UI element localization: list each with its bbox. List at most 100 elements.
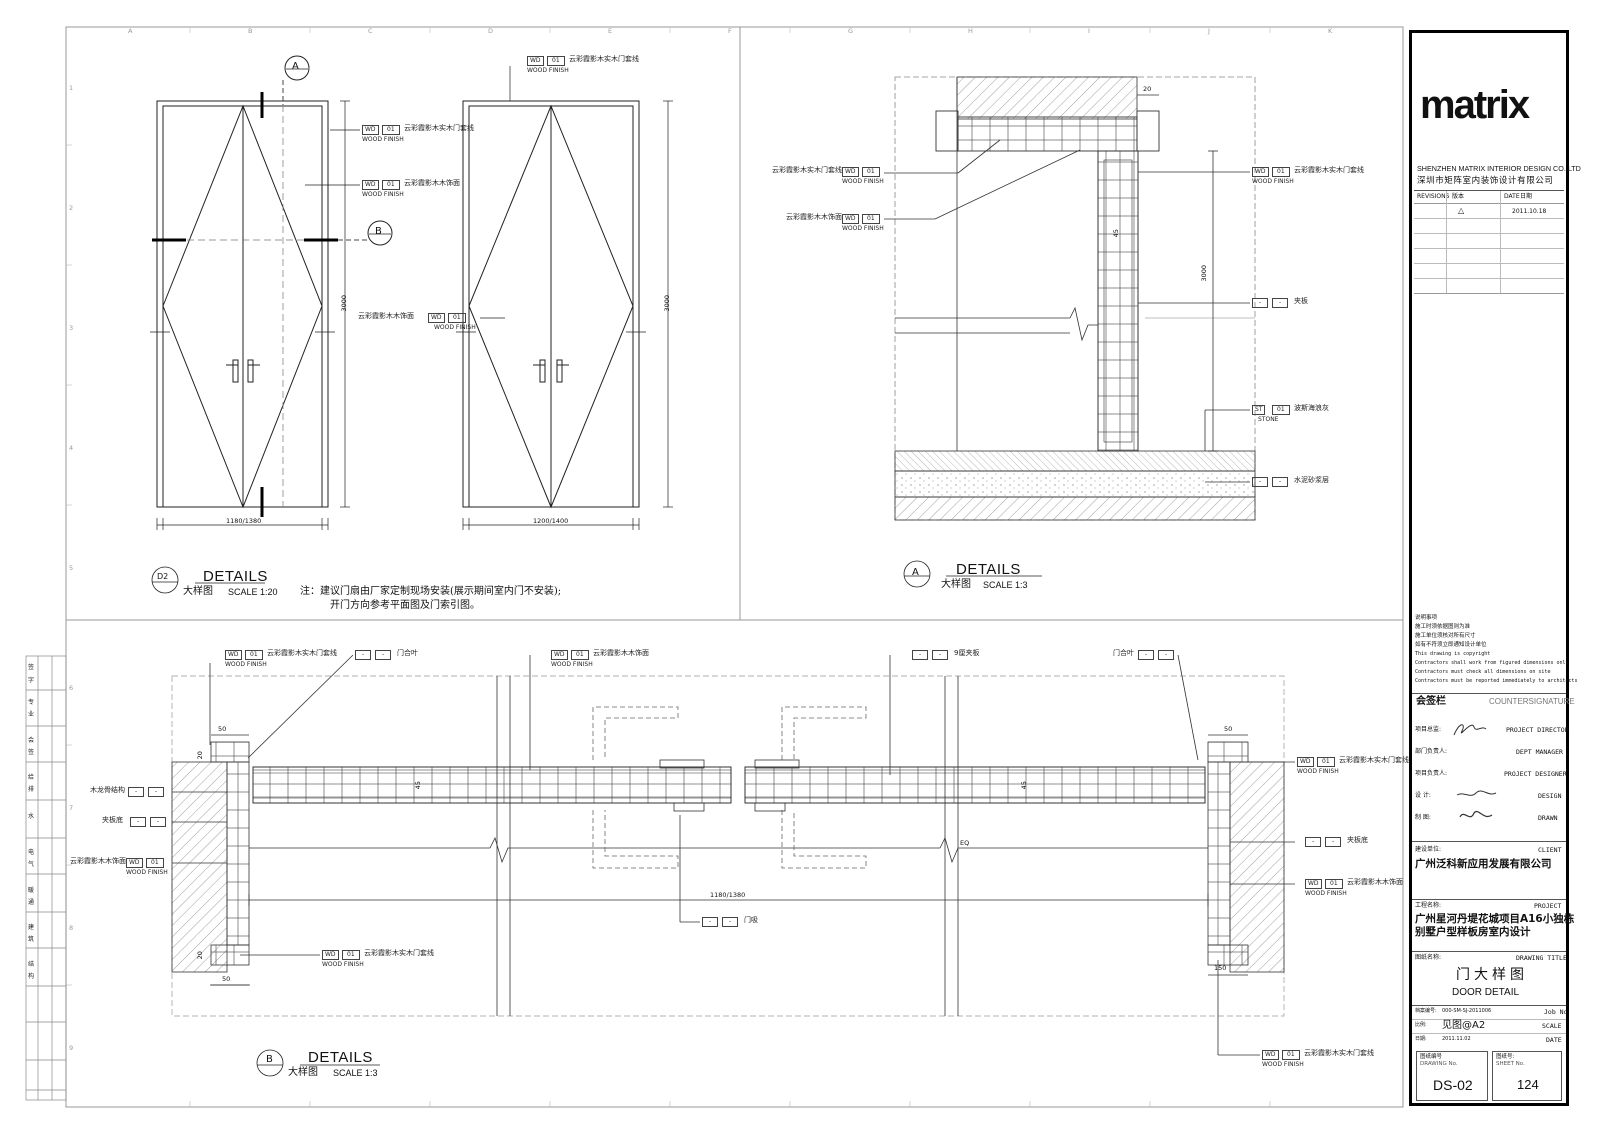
detail-title: DETAILS: [203, 568, 268, 585]
strip-label: 签: [28, 664, 35, 671]
job-number: 000-SM-SJ-2011006: [1442, 1008, 1492, 1014]
height-dimension: 3000: [1200, 264, 1209, 282]
grid-letter: E: [608, 27, 613, 35]
project-name-line2: 别墅户型样板房室内设计: [1415, 926, 1531, 938]
countersign-label-en: COUNTERSIGNATURE: [1489, 697, 1575, 706]
grid-number: 8: [69, 924, 74, 932]
dimension-label: 20: [195, 751, 204, 760]
dimension-label: 45: [1111, 229, 1120, 238]
strip-label: 专: [28, 699, 35, 706]
grid-letter: I: [1088, 27, 1090, 35]
strip-label: 电: [28, 849, 35, 856]
detail-subtitle: 大样图: [183, 586, 213, 597]
client-label-en: CLIENT: [1538, 846, 1562, 854]
title-block: matrix SHENZHEN MATRIX INTERIOR DESIGN C…: [1409, 30, 1581, 1106]
detail-note: 开门方向参考平面图及门索引图。: [330, 600, 480, 611]
drawing-title-label-en: DRAWING TITLE: [1516, 954, 1567, 962]
detail-scale: SCALE 1:20: [228, 587, 278, 597]
strip-label: 签: [28, 749, 35, 756]
dimension-label: 45: [1019, 781, 1028, 790]
width-dimension: 1180/1380: [710, 891, 746, 899]
scale-label: 比例:: [1415, 1022, 1427, 1028]
strip-label: 建: [28, 924, 35, 931]
width-dimension: 1200/1400: [533, 517, 569, 525]
grid-number: 3: [69, 324, 74, 332]
company-name-en: SHENZHEN MATRIX INTERIOR DESIGN CO.,LTD: [1417, 164, 1581, 173]
strip-label: 水: [28, 813, 35, 820]
grid-letter: A: [128, 27, 133, 35]
grid-letter: G: [848, 27, 854, 35]
project-label: 工程名称:: [1415, 902, 1442, 909]
revision-triangle-icon: △: [1458, 206, 1465, 215]
grid-number: 4: [69, 444, 74, 452]
grid-number: 1: [69, 84, 74, 92]
strip-label: 排: [28, 786, 35, 793]
section-mark-b: B: [375, 226, 382, 237]
grid-letter: K: [1328, 27, 1333, 35]
sheet-number: 124: [1517, 1077, 1539, 1092]
strip-label: 给: [28, 774, 35, 781]
detail-marker-d2: D2: [157, 572, 169, 581]
width-dimension: 1180/1380: [226, 517, 262, 525]
strip-label: 字: [28, 677, 35, 684]
job-label: 档案编号:: [1415, 1008, 1437, 1014]
grid-letter: C: [368, 27, 373, 35]
detail-scale: SCALE 1:3: [983, 580, 1028, 590]
client-label: 建设单位:: [1415, 846, 1442, 853]
countersign-label: 会签栏: [1416, 696, 1446, 707]
dimension-label: 150: [1214, 964, 1227, 972]
dimension-label: 50: [1224, 725, 1233, 733]
grid-number: 9: [69, 1044, 74, 1052]
revision-table: REVISIONS 版本 DATE 日期 △ 2011.10.18: [1414, 190, 1564, 305]
dimension-label: 20: [1143, 85, 1152, 93]
drawing-title-en: DOOR DETAIL: [1452, 987, 1520, 998]
strip-label: 通: [28, 899, 35, 906]
height-dimension: 3000: [663, 294, 672, 312]
grid-letter: H: [968, 27, 973, 35]
grid-number: 7: [69, 804, 74, 812]
strip-label: 构: [28, 973, 35, 980]
strip-label: 会: [28, 737, 35, 744]
client-name: 广州泛科新应用发展有限公司: [1415, 858, 1552, 870]
drawing-number: DS-02: [1433, 1077, 1473, 1093]
grid-letter: F: [728, 27, 732, 35]
detail-title: DETAILS: [956, 561, 1021, 578]
height-dimension: 3000: [340, 294, 349, 312]
dimension-label: 45: [413, 781, 422, 790]
signature-roles: 项目总监: PROJECT DIRECTOR 部门负责人: DEPT MANAG…: [1412, 713, 1569, 823]
date-value: 2011.11.02: [1442, 1036, 1471, 1042]
detail-subtitle: 大样图: [288, 1067, 318, 1078]
company-name-cn: 深圳市矩阵室内装饰设计有限公司: [1417, 176, 1554, 186]
strip-label: 气: [28, 861, 35, 868]
job-label-en: Job No: [1544, 1008, 1568, 1016]
date-label: 日期:: [1415, 1036, 1427, 1042]
dimension-label: 20: [195, 951, 204, 960]
grid-letter: J: [1208, 27, 1210, 35]
date-label-en: DATE: [1546, 1036, 1562, 1044]
strip-label: 筑: [28, 936, 35, 943]
company-logo: matrix: [1420, 83, 1530, 127]
detail-title: DETAILS: [308, 1049, 373, 1066]
detail-marker-a: A: [912, 567, 919, 578]
strip-label: 结: [28, 961, 35, 968]
detail-note: 注：建议门扇由厂家定制现场安装(展示期间室内门不安装);: [300, 586, 562, 597]
grid-letter: D: [488, 27, 494, 35]
dimension-label: 50: [222, 975, 231, 983]
scale-label-en: SCALE: [1542, 1022, 1562, 1030]
signature-scribble: [1453, 724, 1497, 818]
sheet-number-box: 图纸号: SHEET No. 124: [1492, 1051, 1562, 1101]
dimension-label: 50: [218, 725, 227, 733]
eq-label: EQ: [960, 839, 970, 847]
strip-label: 业: [28, 711, 35, 718]
detail-marker-b: B: [266, 1054, 273, 1065]
project-label-en: PROJECT: [1534, 902, 1562, 910]
detail-scale: SCALE 1:3: [333, 1068, 378, 1078]
section-mark-a: A: [292, 61, 299, 72]
grid-number: 6: [69, 684, 74, 692]
drawing-title-cn: 门大样图: [1456, 967, 1528, 983]
drawing-number-box: 图纸编号 DRAWING No. DS-02: [1416, 1051, 1488, 1101]
drawing-title-label: 图纸名称:: [1415, 954, 1442, 961]
grid-letter: B: [248, 27, 253, 35]
scale-value: 见图@A2: [1442, 1020, 1486, 1031]
